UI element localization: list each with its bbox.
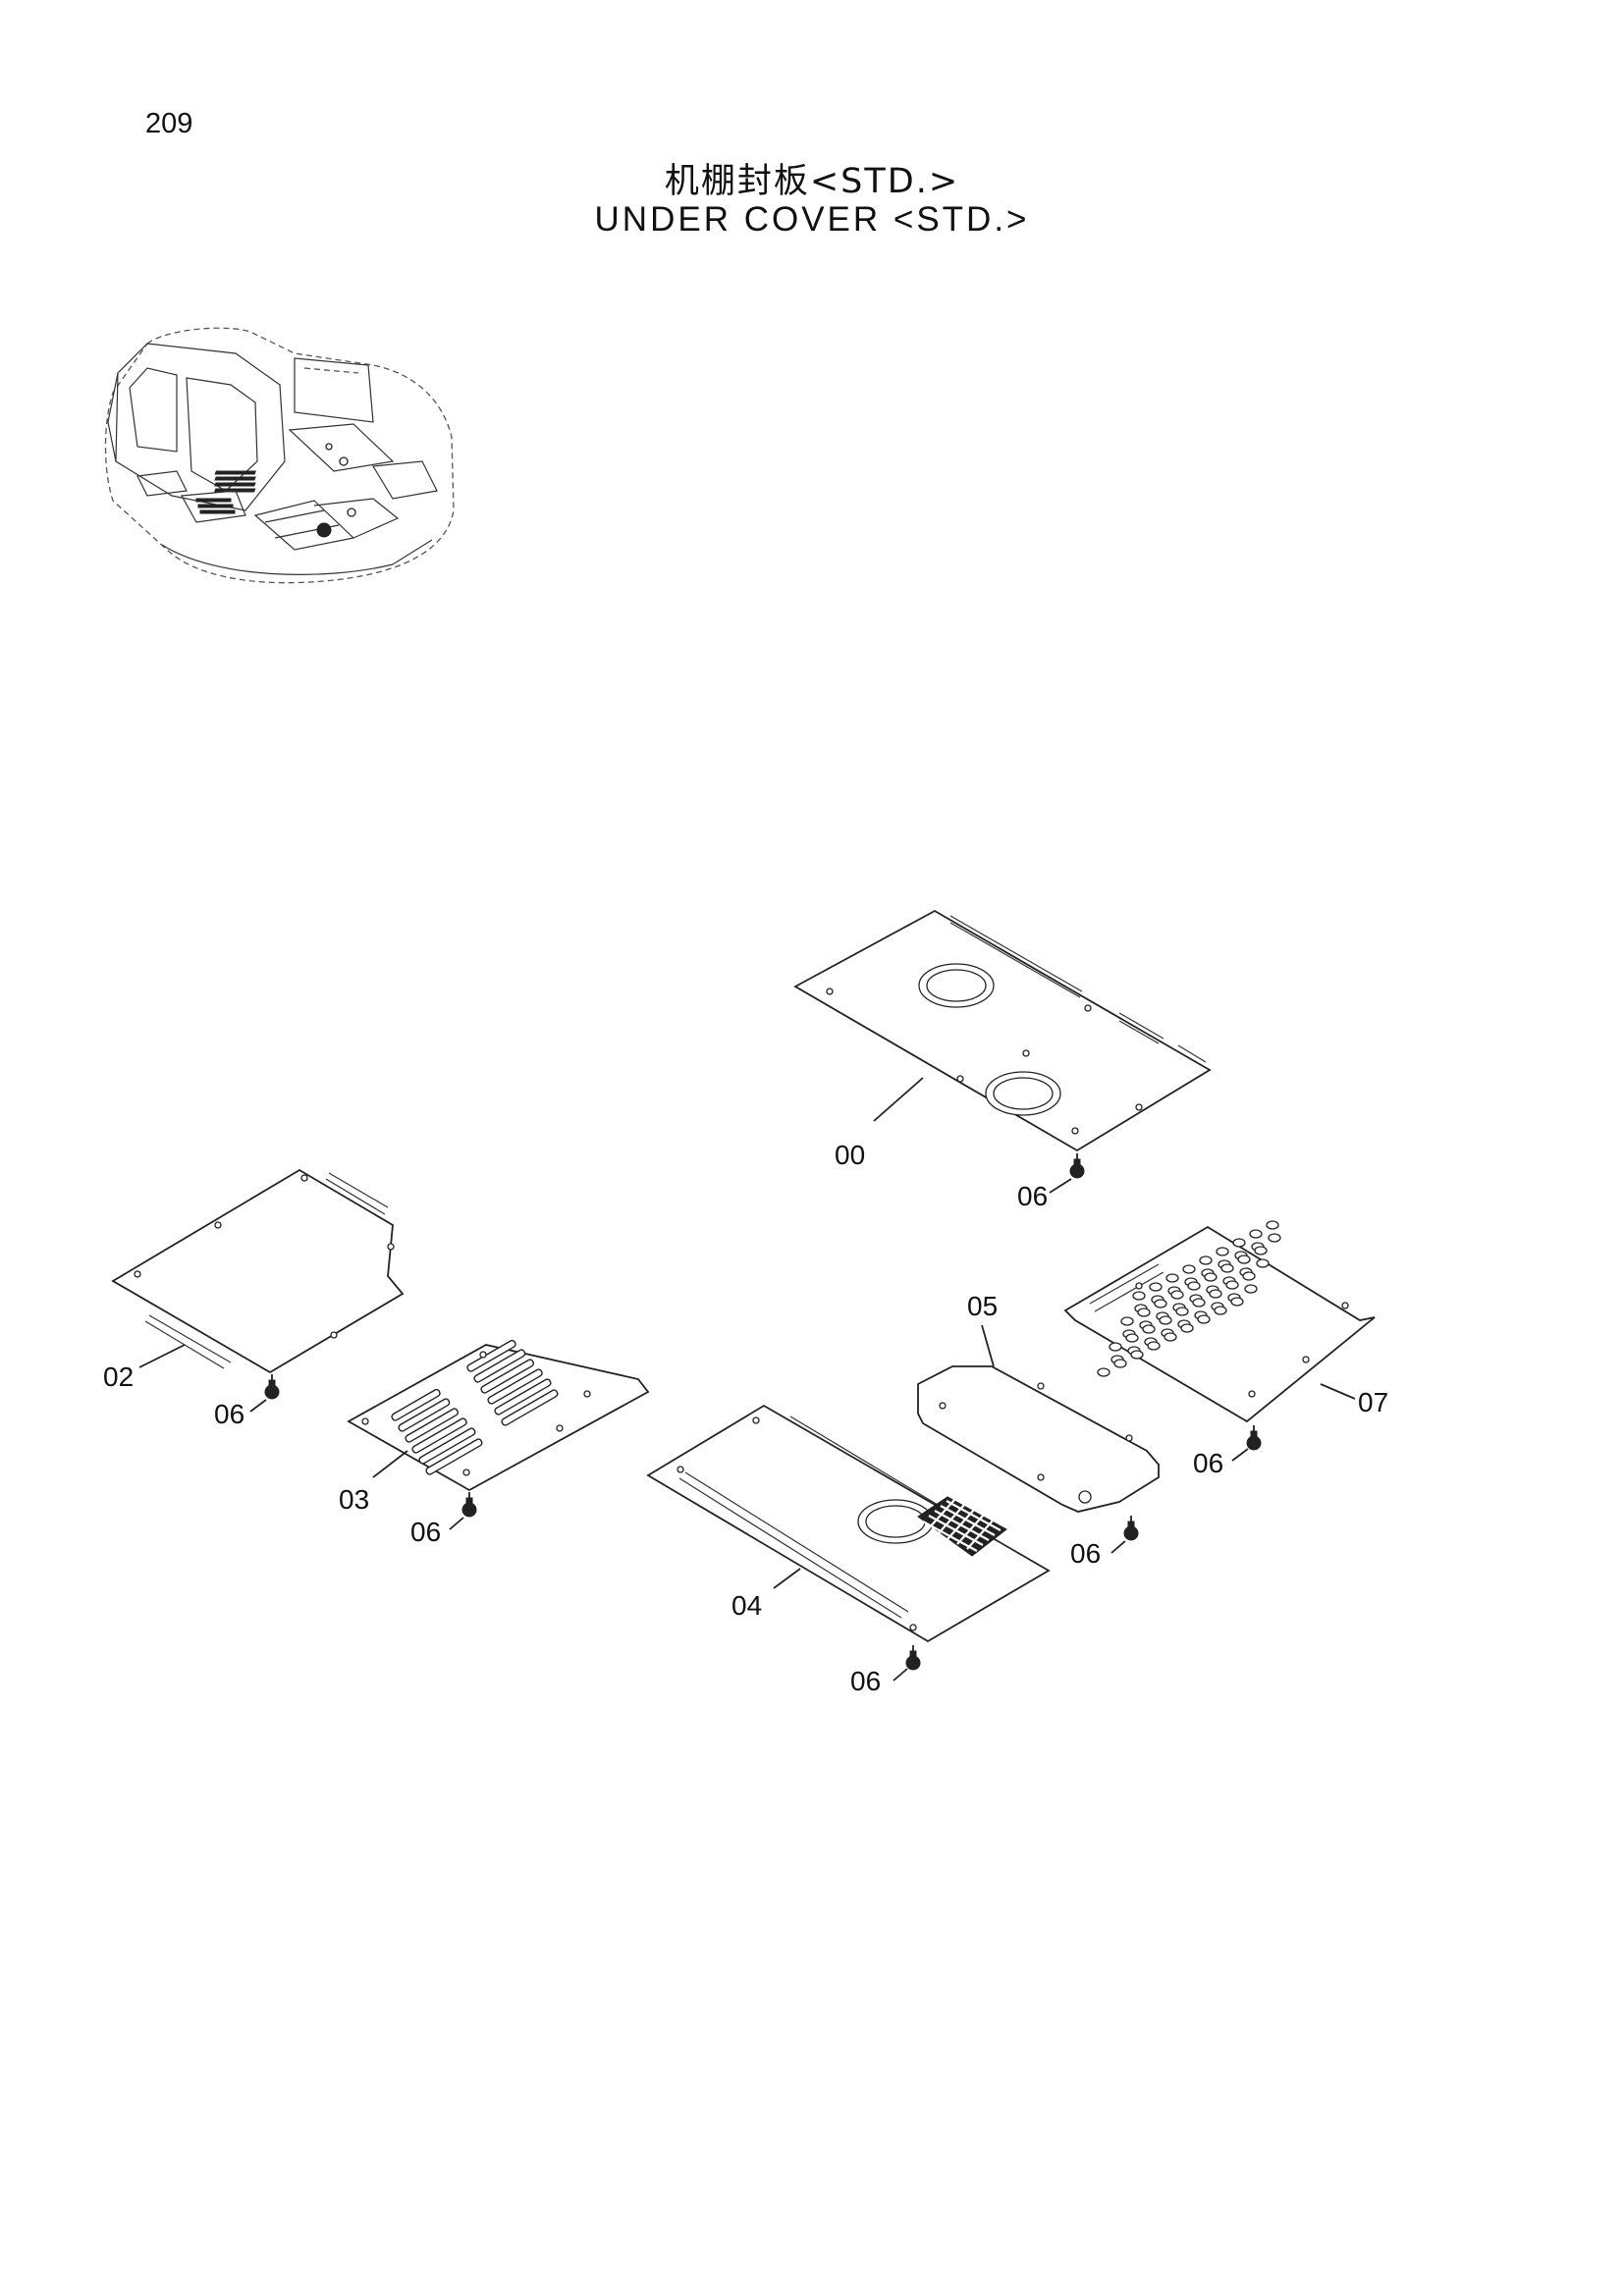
callout-06-e: 06: [1070, 1538, 1101, 1569]
perforation-hole: [1164, 1332, 1177, 1342]
perforation-hole: [1192, 1298, 1206, 1308]
perforation-hole: [1147, 1341, 1161, 1351]
callout-00: 00: [835, 1140, 865, 1170]
callout-06-a: 06: [1017, 1181, 1048, 1211]
part-02-cover-plate: [111, 1168, 405, 1374]
perforation-hole: [1187, 1281, 1201, 1291]
perforation-hole: [1225, 1280, 1239, 1290]
perforation-hole: [1232, 1238, 1246, 1248]
title-chinese: 机棚封板<STD.>: [664, 162, 960, 201]
part-07-perforated-plate: [1063, 1220, 1376, 1423]
perforation-hole: [1175, 1307, 1189, 1316]
page-number: 209: [145, 108, 193, 139]
perforation-hole: [1097, 1367, 1110, 1377]
perforation-hole: [1137, 1308, 1151, 1317]
perforation-hole: [1132, 1291, 1146, 1301]
part-05-cover-plate: [917, 1324, 1160, 1513]
callout-05: 05: [967, 1291, 998, 1321]
perforation-hole: [1149, 1282, 1163, 1292]
perforation-hole: [1256, 1258, 1270, 1268]
bolt-06-e: [1110, 1516, 1139, 1554]
callout-06-c: 06: [410, 1517, 441, 1547]
perforation-hole: [1230, 1297, 1244, 1307]
callout-06-b: 06: [214, 1399, 244, 1429]
perforation-hole: [1216, 1247, 1229, 1256]
bolt-06-f: [1231, 1425, 1262, 1462]
bolt-06-c: [449, 1492, 477, 1530]
bolt-06-d: [893, 1645, 921, 1682]
callout-07: 07: [1358, 1387, 1388, 1417]
title-english: UNDER COVER <STD.>: [594, 200, 1030, 239]
mesh-pattern: [917, 1496, 1007, 1557]
perforation-hole: [1254, 1246, 1268, 1255]
perforation-hole: [1142, 1324, 1156, 1334]
bolt-06-b: [249, 1374, 280, 1413]
perforation-hole: [1197, 1314, 1211, 1324]
perforation-hole: [1199, 1255, 1213, 1265]
callout-04: 04: [731, 1590, 762, 1621]
bolt-symbols: [249, 1153, 1262, 1682]
perforation-hole: [1209, 1289, 1222, 1299]
bolt-06-a: [1049, 1153, 1085, 1194]
perforation-hole: [1242, 1271, 1256, 1281]
callout-02: 02: [103, 1362, 134, 1392]
perforation-hole: [1165, 1273, 1179, 1283]
perforation-hole: [1109, 1342, 1122, 1352]
perforation-hole: [1180, 1323, 1194, 1333]
part-00-cover-plate: [793, 909, 1212, 1152]
perforation-hole: [1268, 1233, 1281, 1243]
perforation-hole: [1130, 1350, 1144, 1360]
perforation-hole: [1249, 1229, 1263, 1239]
perforation-hole: [1113, 1359, 1127, 1368]
perforation-hole: [1125, 1333, 1139, 1343]
machine-overview-illustration: [104, 327, 455, 584]
perforation-hole: [1182, 1264, 1196, 1274]
perforation-hole: [1159, 1315, 1172, 1325]
perforation-hole: [1244, 1284, 1258, 1294]
part-03-louvered-plate: [347, 1339, 650, 1492]
perforation-hole: [1170, 1290, 1184, 1300]
perforation-hole: [1154, 1299, 1167, 1308]
perforation-hole: [1266, 1220, 1279, 1230]
perforation-hole: [1220, 1263, 1234, 1273]
callout-03: 03: [339, 1484, 369, 1515]
callout-labels: 00 02 03 04 05 07 06 06 06 06 06 06: [103, 1140, 1388, 1696]
callout-06-f: 06: [1193, 1448, 1223, 1478]
perforation-hole: [1120, 1316, 1134, 1326]
part-04-cover-plate: [646, 1404, 1051, 1643]
perforation-hole: [1204, 1272, 1218, 1282]
callout-06-d: 06: [850, 1666, 881, 1696]
perforation-hole: [1237, 1255, 1251, 1264]
perforation-hole: [1214, 1306, 1227, 1315]
